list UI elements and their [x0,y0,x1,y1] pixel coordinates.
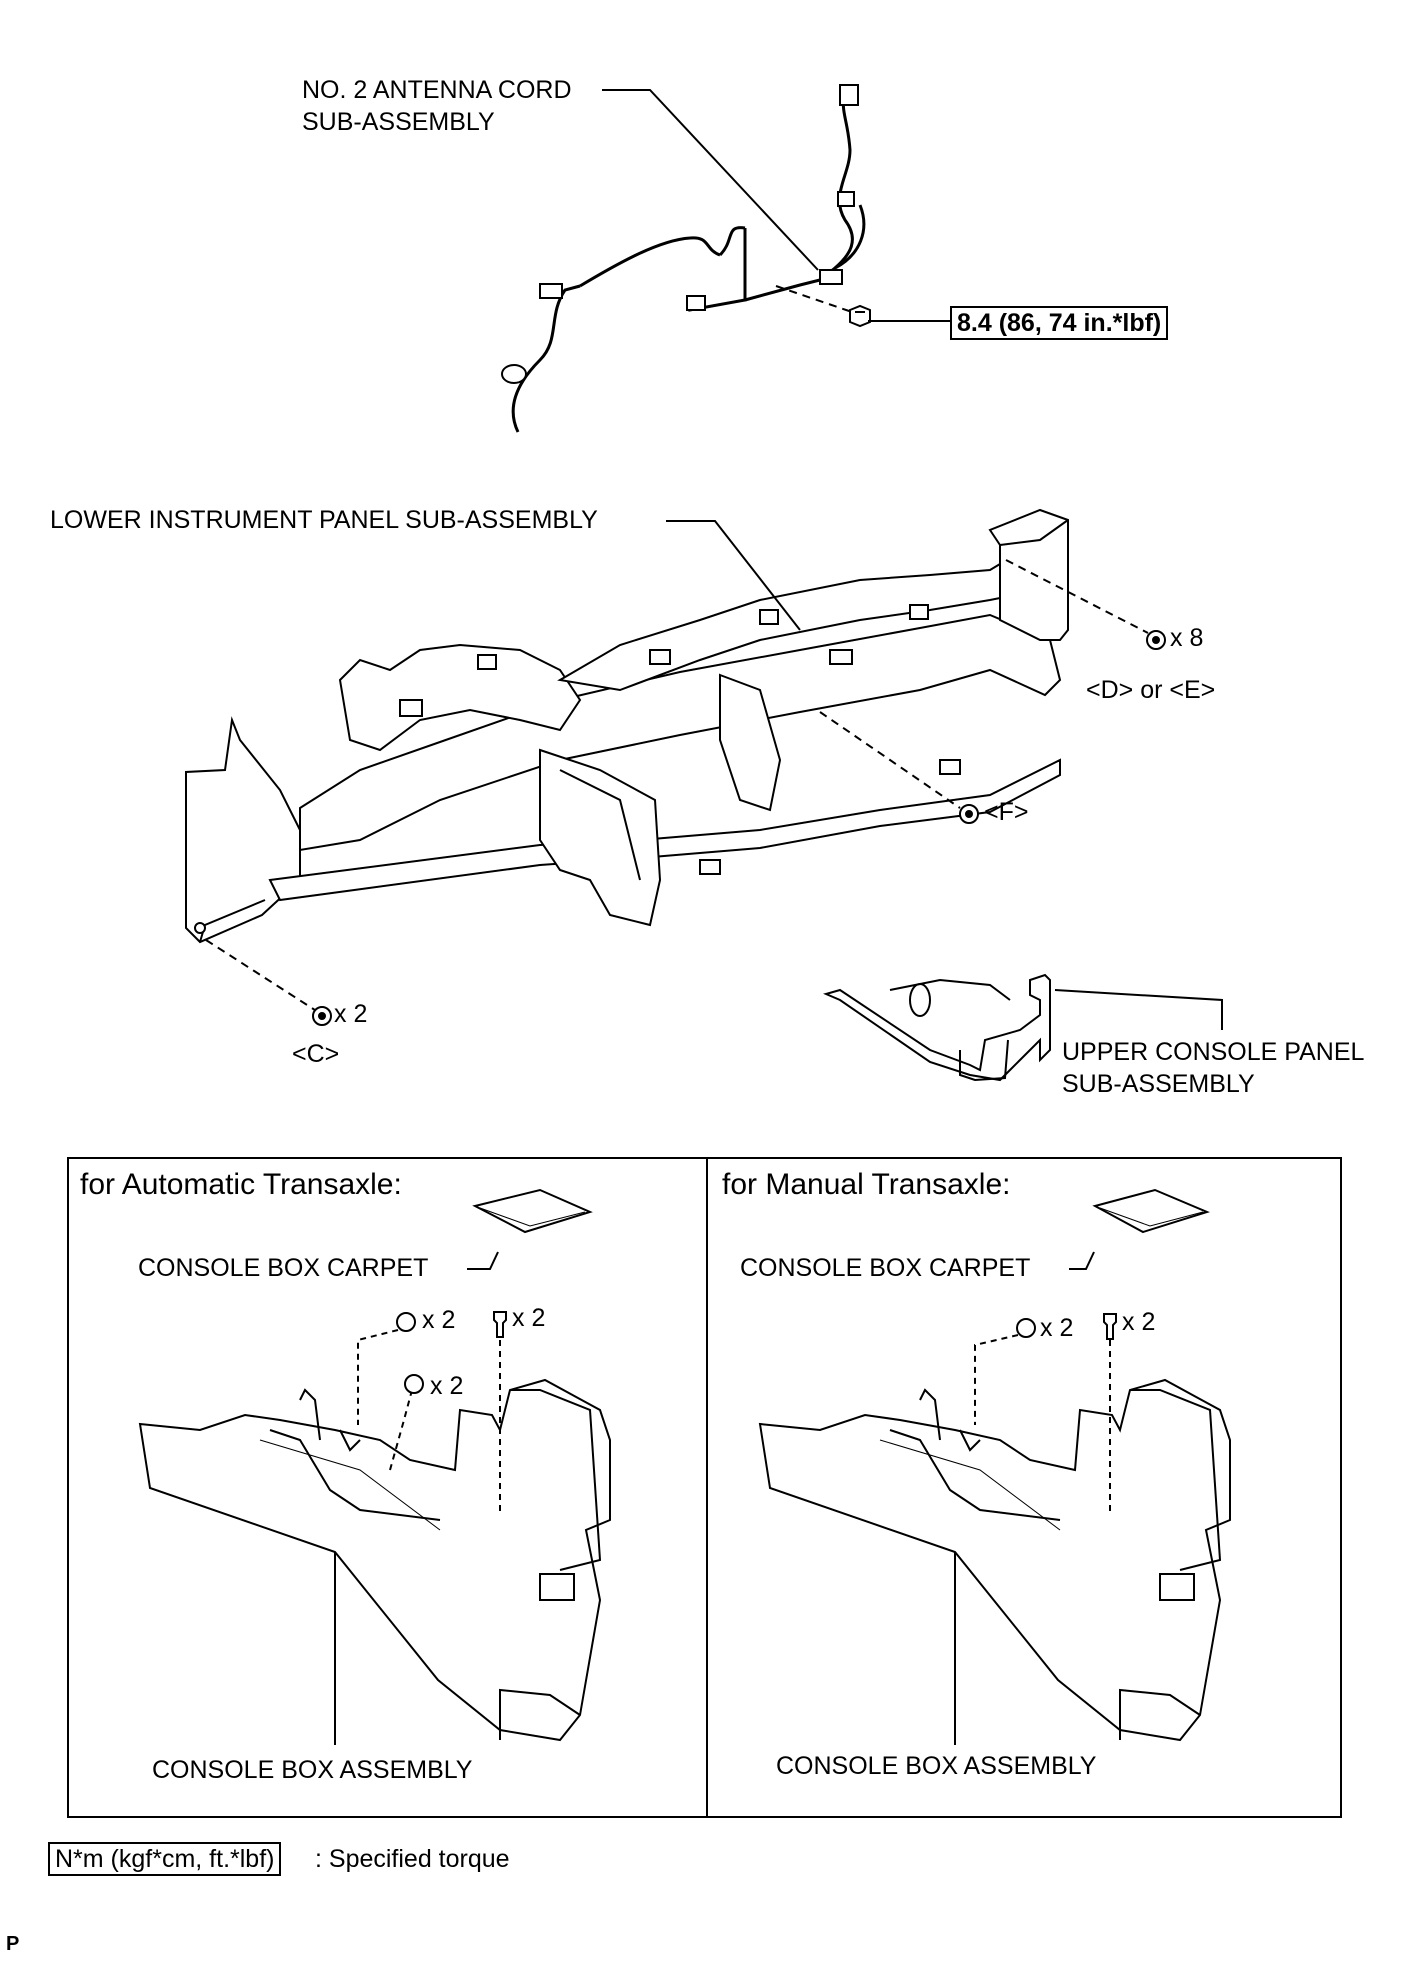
torque-legend-description: : Specified torque [315,1845,510,1873]
upper-console-label-line2: SUB-ASSEMBLY [1062,1070,1255,1098]
automatic-transaxle-title: for Automatic Transaxle: [80,1168,402,1201]
clip-d-or-e-quantity: x 8 [1170,624,1204,652]
clip-c-label: <C> [292,1040,340,1068]
clip-f-label: <F> [984,798,1029,826]
clip-d-or-e-icon [1146,630,1166,650]
upper-console-panel-drawing [823,973,1051,1082]
antenna-cord-label-line2: SUB-ASSEMBLY [302,108,495,136]
antenna-cord-label-line1: NO. 2 ANTENNA CORD [302,76,572,104]
clip-f-icon [959,804,979,824]
lower-instrument-panel-label: LOWER INSTRUMENT PANEL SUB-ASSEMBLY [50,506,598,534]
clip-c-quantity: x 2 [334,1000,368,1028]
automatic-screw-qty-b: x 2 [512,1304,546,1332]
automatic-carpet-label: CONSOLE BOX CARPET [138,1254,429,1282]
clip-d-or-e-label: <D> or <E> [1086,676,1216,704]
upper-console-label-line1: UPPER CONSOLE PANEL [1062,1038,1365,1066]
manual-transaxle-title: for Manual Transaxle: [722,1168,1011,1201]
manual-screw-qty-a: x 2 [1040,1314,1074,1342]
corner-mark: P [6,1933,20,1955]
clip-c-icon [312,1006,332,1026]
manual-console-box-drawing [758,1378,1231,1742]
automatic-screw-qty-c: x 2 [430,1372,464,1400]
auto-console-box-drawing [138,1378,611,1742]
antenna-cord-drawing [501,84,871,433]
automatic-screw-qty-a: x 2 [422,1306,456,1334]
variant-frame [67,1157,1342,1818]
automatic-console-box-label: CONSOLE BOX ASSEMBLY [152,1756,473,1784]
lower-instrument-panel-drawing [185,508,1069,944]
manual-screw-qty-b: x 2 [1122,1308,1156,1336]
antenna-torque-spec: 8.4 (86, 74 in.*lbf) [950,306,1169,340]
manual-console-box-label: CONSOLE BOX ASSEMBLY [776,1752,1097,1780]
manual-carpet-label: CONSOLE BOX CARPET [740,1254,1031,1282]
torque-legend-unit: N*m (kgf*cm, ft.*lbf) [48,1842,282,1876]
